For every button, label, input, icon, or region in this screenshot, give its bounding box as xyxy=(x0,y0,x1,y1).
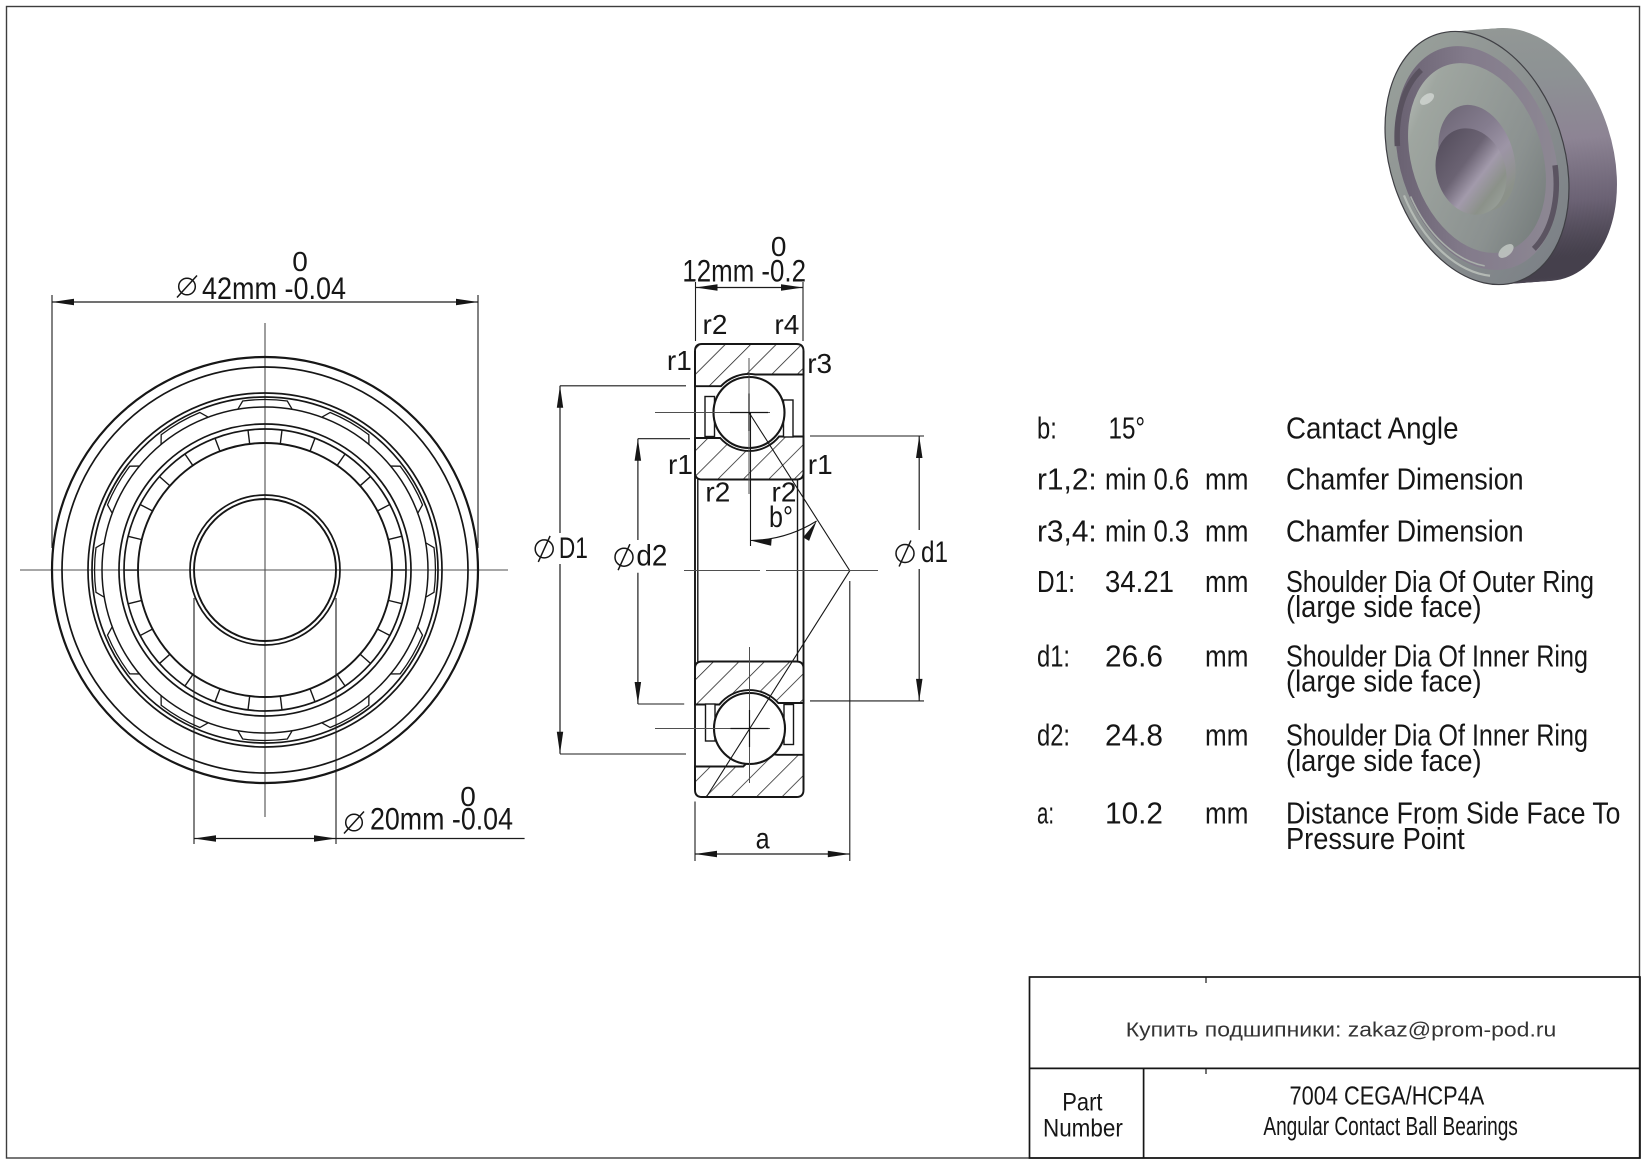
svg-text:d2:: d2: xyxy=(1037,719,1070,753)
svg-text:34.21: 34.21 xyxy=(1105,565,1174,599)
svg-text:r4: r4 xyxy=(774,309,799,340)
svg-text:26.6: 26.6 xyxy=(1105,639,1163,673)
svg-text:b:: b: xyxy=(1037,411,1057,445)
svg-text:0: 0 xyxy=(292,246,308,277)
svg-text:24.8: 24.8 xyxy=(1105,719,1163,753)
svg-text:mm: mm xyxy=(1205,797,1248,831)
svg-text:r2: r2 xyxy=(703,309,728,340)
svg-text:Chamfer Dimension: Chamfer Dimension xyxy=(1286,463,1524,497)
svg-text:D1: D1 xyxy=(559,532,588,565)
svg-text:a:: a: xyxy=(1037,797,1054,831)
svg-text:Number: Number xyxy=(1043,1115,1123,1143)
svg-text:min 0.6: min 0.6 xyxy=(1105,463,1189,497)
svg-text:(large side face): (large side face) xyxy=(1286,590,1482,624)
svg-text:mm: mm xyxy=(1205,639,1248,673)
svg-text:r2: r2 xyxy=(705,477,730,508)
svg-text:r2: r2 xyxy=(772,477,797,508)
svg-text:Chamfer Dimension: Chamfer Dimension xyxy=(1286,514,1524,548)
svg-text:Cantact Angle: Cantact Angle xyxy=(1286,411,1459,445)
svg-text:Part: Part xyxy=(1062,1089,1102,1117)
svg-text:mm: mm xyxy=(1205,565,1248,599)
svg-text:a: a xyxy=(756,823,770,856)
svg-text:0: 0 xyxy=(771,231,787,262)
svg-text:mm: mm xyxy=(1205,463,1248,497)
svg-text:mm: mm xyxy=(1205,719,1248,753)
svg-text:Купить подшипники: zakaz@prom-: Купить подшипники: zakaz@prom-pod.ru xyxy=(1126,1018,1557,1041)
svg-text:42mm -0.04: 42mm -0.04 xyxy=(202,270,346,306)
svg-text:d1:: d1: xyxy=(1037,639,1070,673)
svg-text:20mm -0.04: 20mm -0.04 xyxy=(370,801,513,837)
svg-text:7004 CEGA/HCP4A: 7004 CEGA/HCP4A xyxy=(1290,1082,1485,1110)
svg-text:r1,2:: r1,2: xyxy=(1037,463,1097,497)
svg-text:15°: 15° xyxy=(1109,411,1146,445)
svg-text:D1:: D1: xyxy=(1037,565,1075,599)
svg-text:Shoulder Dia Of Outer Ring: Shoulder Dia Of Outer Ring xyxy=(1286,565,1594,599)
svg-text:r1: r1 xyxy=(668,449,693,480)
svg-text:Shoulder Dia Of Inner Ring: Shoulder Dia Of Inner Ring xyxy=(1286,639,1588,673)
svg-text:12mm -0.2: 12mm -0.2 xyxy=(682,253,806,289)
svg-text:r1: r1 xyxy=(667,345,692,376)
svg-text:(large side face): (large side face) xyxy=(1286,744,1482,778)
svg-text:d2: d2 xyxy=(636,540,667,573)
svg-text:r3,4:: r3,4: xyxy=(1037,514,1097,548)
svg-text:min 0.3: min 0.3 xyxy=(1105,514,1189,548)
svg-text:Pressure Point: Pressure Point xyxy=(1286,822,1465,856)
svg-text:0: 0 xyxy=(460,781,476,812)
svg-text:Distance From Side Face To: Distance From Side Face To xyxy=(1286,797,1620,831)
svg-text:Angular Contact Ball Bearings: Angular Contact Ball Bearings xyxy=(1263,1113,1518,1141)
svg-text:Shoulder Dia Of Inner Ring: Shoulder Dia Of Inner Ring xyxy=(1286,719,1588,753)
svg-text:(large side face): (large side face) xyxy=(1286,665,1482,699)
svg-text:d1: d1 xyxy=(921,536,948,569)
svg-text:b°: b° xyxy=(769,501,793,534)
svg-text:r1: r1 xyxy=(808,449,833,480)
svg-text:mm: mm xyxy=(1205,514,1248,548)
svg-text:r3: r3 xyxy=(807,348,832,379)
svg-text:10.2: 10.2 xyxy=(1105,797,1163,831)
